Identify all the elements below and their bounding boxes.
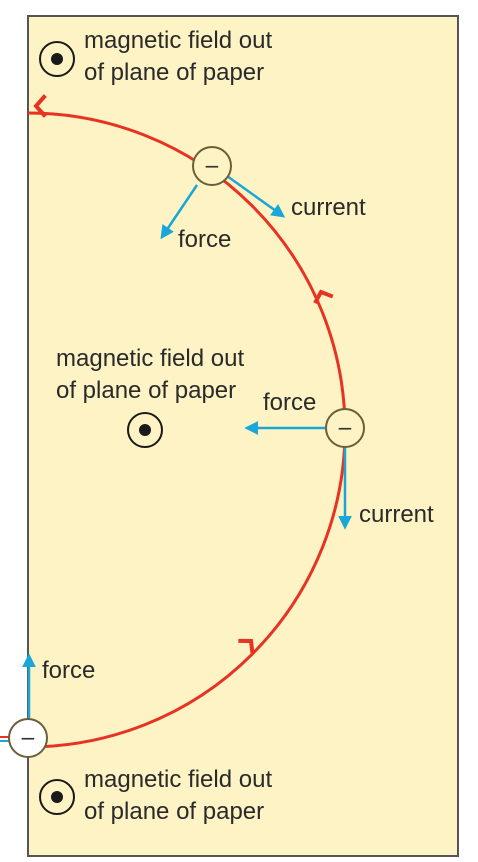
svg-text:−: − xyxy=(204,154,221,178)
field-region xyxy=(27,15,459,857)
force-arrow-top xyxy=(160,184,199,240)
negative-charge-icon: − xyxy=(8,718,48,758)
field-out-of-page-icon xyxy=(39,41,75,77)
field-label-top: magnetic field out of plane of paper xyxy=(84,27,279,86)
force-label-top: force xyxy=(178,226,231,253)
path-direction-chevron xyxy=(238,638,255,654)
negative-charge-icon: − xyxy=(325,408,365,448)
field-label-bottom: magnetic field out of plane of paper xyxy=(84,766,279,825)
svg-text:−: − xyxy=(20,726,37,750)
field-out-of-page-icon xyxy=(127,412,163,448)
negative-charge-icon: − xyxy=(192,146,232,186)
svg-text:−: − xyxy=(337,416,354,440)
current-label-top: current xyxy=(291,194,366,221)
current-arrow-top xyxy=(226,174,286,218)
field-out-of-page-icon xyxy=(39,779,75,815)
field-label-middle: magnetic field out of plane of paper xyxy=(56,345,251,404)
force-label-bottom: force xyxy=(42,657,95,684)
current-label-middle: current xyxy=(359,501,434,528)
force-label-middle: force xyxy=(263,389,316,416)
path-direction-chevron xyxy=(33,94,47,118)
path-direction-chevron xyxy=(313,289,334,305)
